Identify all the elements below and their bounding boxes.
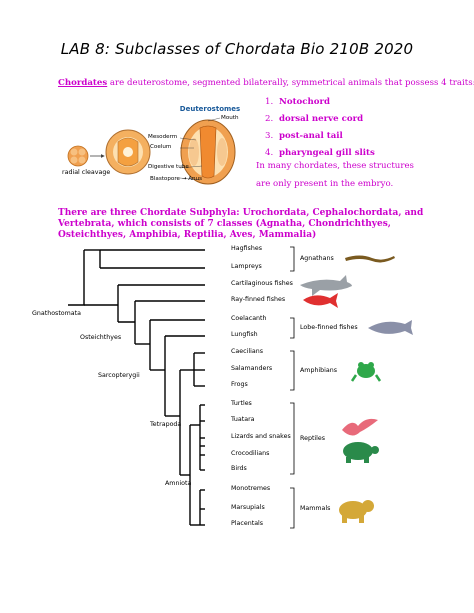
taxon-label: Ray-finned fishes xyxy=(231,296,286,303)
trait-item: 4.pharyngeal gill slits xyxy=(265,148,375,158)
taxon-label: Marsupials xyxy=(231,504,265,511)
taxon-label: Caecilians xyxy=(231,348,263,355)
taxon-label: Lizards and snakes xyxy=(231,433,291,440)
turtle-icon xyxy=(343,442,379,463)
taxon-label: Tuatara xyxy=(231,416,255,423)
blastopore-label: Blastopore → Anus xyxy=(150,176,203,182)
group-label-reptiles: Reptiles xyxy=(300,435,326,442)
shark-icon xyxy=(300,275,352,296)
page-title: LAB 8: Subclasses of Chordata Bio 210B 2… xyxy=(60,40,414,58)
embryo-note: In many chordates, these structures are … xyxy=(256,161,414,189)
node-label-sarcopterygii: Sarcopterygii xyxy=(98,372,140,379)
taxon-label: Cartilaginous fishes xyxy=(231,280,293,287)
taxon-label: Coelacanth xyxy=(231,315,267,322)
taxon-label: Birds xyxy=(231,465,247,472)
traits-list: 1.Notochord 2.dorsal nerve cord 3.post-a… xyxy=(265,94,440,162)
taxon-label: Salamanders xyxy=(231,365,273,372)
intro-text: Chordates are deuterostome, segmented bi… xyxy=(58,78,474,89)
cleavage-label: radial cleavage xyxy=(62,169,111,176)
group-label-agnathans: Agnathans xyxy=(300,255,334,262)
frog-icon xyxy=(350,362,382,382)
trait-item: 3.post-anal tail xyxy=(265,131,343,141)
chordates-keyword: Chordates xyxy=(58,78,108,88)
taxon-label: Frogs xyxy=(231,381,248,388)
mouth-label: Mouth xyxy=(221,115,239,121)
bear-icon xyxy=(339,500,374,523)
mesoderm-label: Mesoderm xyxy=(148,134,178,140)
taxon-label: Hagfishes xyxy=(231,245,262,252)
cleavage-cells-icon xyxy=(67,145,89,167)
redfish-icon xyxy=(303,293,338,308)
taxon-label: Lampreys xyxy=(231,263,262,270)
digestive-label: Digestive tube xyxy=(148,164,189,170)
group-label-amphibians: Amphibians xyxy=(300,367,338,374)
node-label-tetrapoda: Tetrapoda xyxy=(150,421,182,428)
taxon-label: Turtles xyxy=(231,400,252,407)
deuterostome-embryo-icon xyxy=(180,119,236,185)
gastrula-icon xyxy=(105,129,151,175)
trait-item: 1.Notochord xyxy=(265,97,331,107)
taxon-label: Crocodilians xyxy=(231,450,270,457)
trait-item: 2.dorsal nerve cord xyxy=(265,114,364,124)
bird-icon xyxy=(342,418,378,436)
node-label-gnathostomata: Gnathostomata xyxy=(32,310,81,317)
coelum-label: Coelum xyxy=(150,144,172,150)
taxon-label: Lungfish xyxy=(231,331,258,338)
subphyla-text: There are three Chordate Subphyla: Uroch… xyxy=(58,208,424,240)
node-label-osteichthyes: Osteichthyes xyxy=(80,334,122,341)
anus-label: Anus xyxy=(188,176,203,182)
diagram-heading: Deuterostomes xyxy=(180,105,240,113)
group-label-mammals: Mammals xyxy=(300,505,331,512)
taxon-label: Placentals xyxy=(231,520,264,527)
taxon-label: Monotremes xyxy=(231,485,271,492)
coelacanth-icon xyxy=(368,320,413,335)
group-label-lobe-finned: Lobe-finned fishes xyxy=(300,324,358,331)
node-label-amniota: Amniota xyxy=(165,480,192,487)
deuterostome-diagram: Deuterostomes xyxy=(67,105,240,185)
eel-icon xyxy=(345,255,395,263)
intro-body: are deuterostome, segmented bilaterally,… xyxy=(107,78,474,88)
